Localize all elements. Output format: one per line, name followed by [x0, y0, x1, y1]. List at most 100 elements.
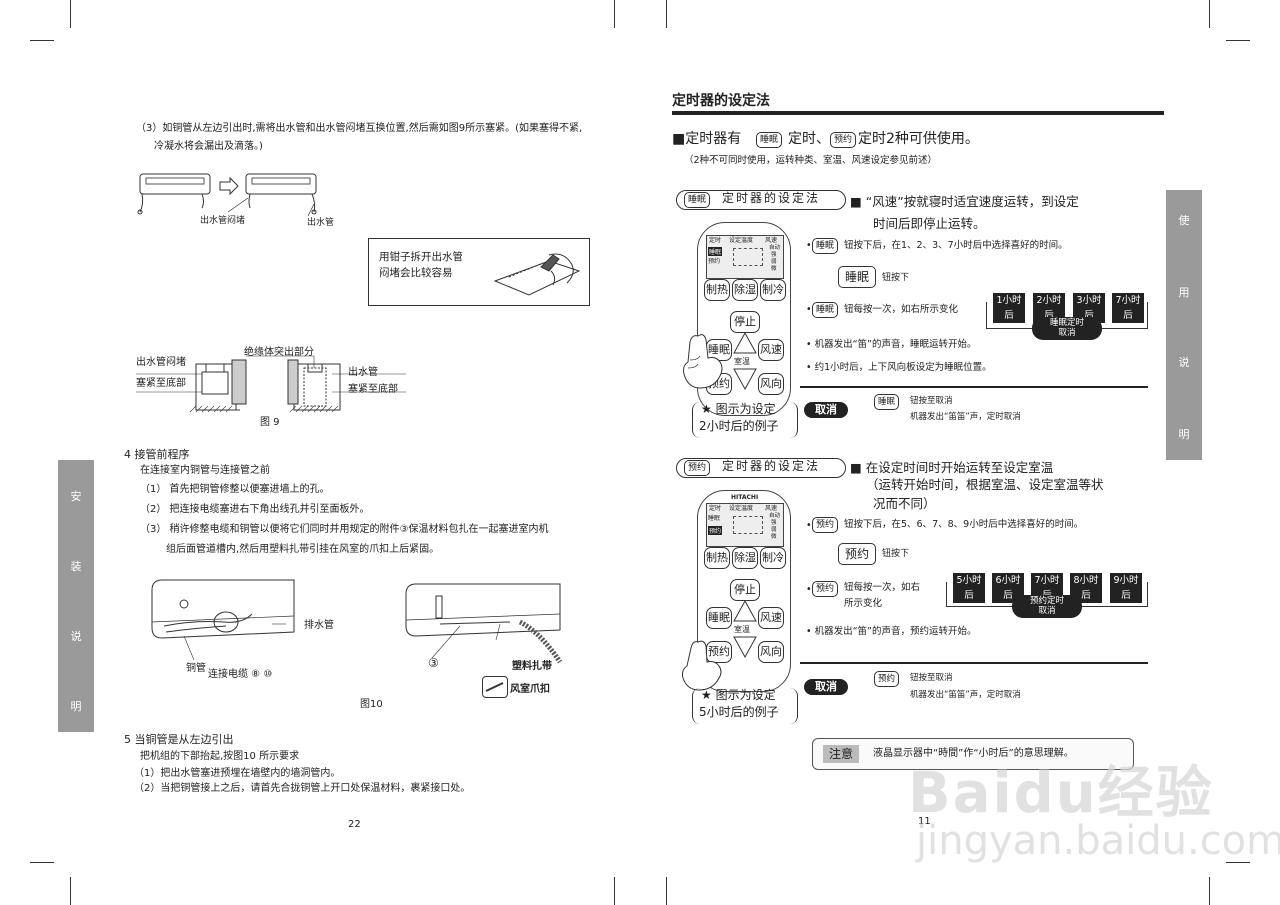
intro-text: 定时、 [788, 131, 830, 147]
lcd-reserve-indicator: 预约 [708, 526, 723, 535]
reserve-cycle-step: 5小时后 [953, 573, 985, 603]
lcd-right: 微 [771, 266, 777, 272]
heat-button[interactable]: 制热 [704, 547, 730, 569]
reserve-button-inline: 预约 [812, 581, 839, 597]
lcd-label: 风速 [765, 505, 778, 512]
lcd-right: 微 [771, 534, 777, 540]
example-text: 2小时后的例子 [699, 419, 779, 433]
section4-text: （3） 稍许修整电缆和铜管以便将它们同时并用规定的附件③保温材料包扎在一起塞进室… [140, 524, 549, 535]
heat-button[interactable]: 制热 [704, 279, 730, 301]
fan-speed-button[interactable]: 风速 [758, 339, 784, 361]
side-tab-char: 明 [1178, 428, 1190, 441]
lcd-right: 强 [771, 520, 777, 526]
sleep-big-button-note: 钮按下 [882, 273, 910, 283]
sleep-bullet: • [806, 304, 812, 315]
crop-mark [666, 0, 667, 28]
figure-pipe-swap [137, 173, 317, 217]
side-tab-char: 明 [70, 700, 82, 713]
sleep-button-label: 睡眠 [684, 192, 711, 208]
stop-button[interactable]: 停止 [730, 579, 760, 601]
fig10-label: 塑料扎带 [512, 661, 552, 672]
dry-button[interactable]: 除湿 [732, 547, 758, 569]
cycle-cancel-text: 取消 [1058, 328, 1076, 338]
section4-title: 4 接管前程序 [124, 448, 190, 461]
lcd-sleep-indicator: 睡眠 [708, 247, 723, 256]
example-text: ★ 图示为设定 [701, 402, 776, 416]
sleep-desc: 时间后即停止运转。 [873, 216, 986, 231]
remote-lcd: HITACHI 定时 设定温度 风速 睡眠 预约 自动 强 弱 微 [706, 494, 784, 547]
lcd-digits [733, 248, 763, 266]
cool-button[interactable]: 制冷 [760, 279, 786, 301]
reserve-big-button-note: 钮按下 [882, 549, 910, 559]
baidu-watermark: Baidu经验 [908, 761, 1214, 826]
reserve-cancel-text: 钮按至取消 [910, 673, 953, 683]
note-text: 液晶显示器中“時間”作“小时后”的意思理解。 [873, 748, 1074, 759]
reserve-desc: （运转开始时间，根据室温、设定室温等状 [866, 477, 1104, 492]
crop-mark [614, 0, 615, 28]
temp-label: 室温 [734, 625, 750, 634]
lcd-right: 弱 [771, 259, 777, 265]
reserve-desc: 况而不同） [873, 496, 936, 511]
sleep-section-title: 定时器的设定法 [722, 191, 821, 205]
sleep-bullet-text: 钮每按一次，如右所示变化 [844, 304, 959, 315]
crop-mark [614, 877, 615, 905]
reserve-button-label: 预约 [684, 460, 711, 476]
reserve-button-inline: 预约 [830, 132, 857, 148]
temp-arrows-icon[interactable] [732, 331, 758, 391]
reserve-button[interactable]: 预约 [706, 641, 732, 663]
sleep-button-inline: 睡眠 [812, 302, 839, 318]
example-text: 5小时后的例子 [699, 705, 779, 719]
fig10-label: 风室爪扣 [510, 684, 550, 695]
sleep-button-inline: 睡眠 [756, 132, 783, 148]
crop-mark [30, 40, 54, 41]
reserve-bullet-text: • 机器发出“笛”的声音，预约运转开始。 [806, 626, 977, 637]
stop-button[interactable]: 停止 [730, 311, 760, 333]
cool-button[interactable]: 制冷 [760, 547, 786, 569]
reserve-section-header [676, 458, 846, 478]
callout-text: 用钳子拆开出水管 [379, 251, 463, 263]
reserve-bullet-text: 钮按下后，在5、6、7、8、9小时后中选择喜好的时间。 [844, 519, 1084, 530]
crop-mark [666, 877, 667, 905]
sleep-section-header [676, 190, 846, 210]
lcd-label: 设定温度 [729, 505, 754, 512]
intro-note: （2种不可同时使用，运转种类、室温、风速设定参见前述） [684, 155, 938, 166]
reserve-divider [800, 662, 1148, 664]
reserve-bullet-text: 钮每按一次，如右 [844, 582, 921, 593]
sleep-big-button: 睡眠 [838, 266, 877, 288]
intro-text: 定时2种可供使用。 [858, 131, 979, 147]
sleep-desc: ■ “风速”按就寝时适宜速度运转，到设定 [850, 194, 1079, 209]
cycle-cancel-text: 预约定时 [1029, 596, 1064, 606]
side-tab-char: 安 [70, 490, 82, 503]
lcd-label: 风速 [765, 237, 778, 244]
air-direction-button[interactable]: 风向 [758, 373, 784, 395]
side-tab-char: 装 [70, 560, 82, 573]
fig9-label: 塞紧至底部 [348, 384, 398, 395]
air-direction-button[interactable]: 风向 [758, 641, 784, 663]
crop-mark [1226, 862, 1250, 863]
reserve-cancel-button: 预约 [874, 671, 900, 687]
sleep-cancel-text: 机器发出“笛笛”声，定时取消 [910, 412, 1021, 422]
temp-up-icon[interactable] [734, 335, 754, 349]
fig9-label: 塞紧至底部 [136, 378, 186, 389]
side-tab-usage: 使 用 说 明 [1166, 190, 1202, 460]
dry-button[interactable]: 除湿 [732, 279, 758, 301]
step3-text: 冷凝水将会漏出及滴落。) [154, 141, 263, 152]
reserve-cycle-step: 9小时后 [1110, 573, 1142, 603]
reserve-desc: ■ 在设定时间时开始运转至设定室温 [850, 460, 1054, 475]
sleep-button[interactable]: 睡眠 [706, 607, 732, 629]
section4-text: （1） 首先把铜管修整以便塞进墙上的孔。 [140, 484, 330, 495]
reserve-button-inline: 预约 [812, 517, 839, 533]
side-tab-char: 说 [1178, 356, 1190, 369]
fig10-label: 连接电缆 ⑧ ⑩ [208, 669, 273, 680]
sleep-example-box: ★ 图示为设定 2小时后的例子 [692, 402, 798, 438]
fan-speed-button[interactable]: 风速 [758, 607, 784, 629]
lcd-right: 弱 [771, 527, 777, 533]
reserve-bullet-text: 所示变化 [844, 598, 883, 609]
temp-arrows-icon[interactable] [732, 599, 758, 659]
cycle-cancel-text: 睡眠定时 [1049, 318, 1084, 328]
remote-lcd: 定时 设定温度 风速 睡眠 预约 自动 强 弱 微 [706, 235, 784, 279]
fig10-label: ③ [428, 656, 439, 670]
sleep-button-inline: 睡眠 [812, 238, 839, 254]
figure-10-right [405, 583, 563, 664]
note-box: 注意 液晶显示器中“時間”作“小时后”的意思理解。 [812, 738, 1134, 770]
